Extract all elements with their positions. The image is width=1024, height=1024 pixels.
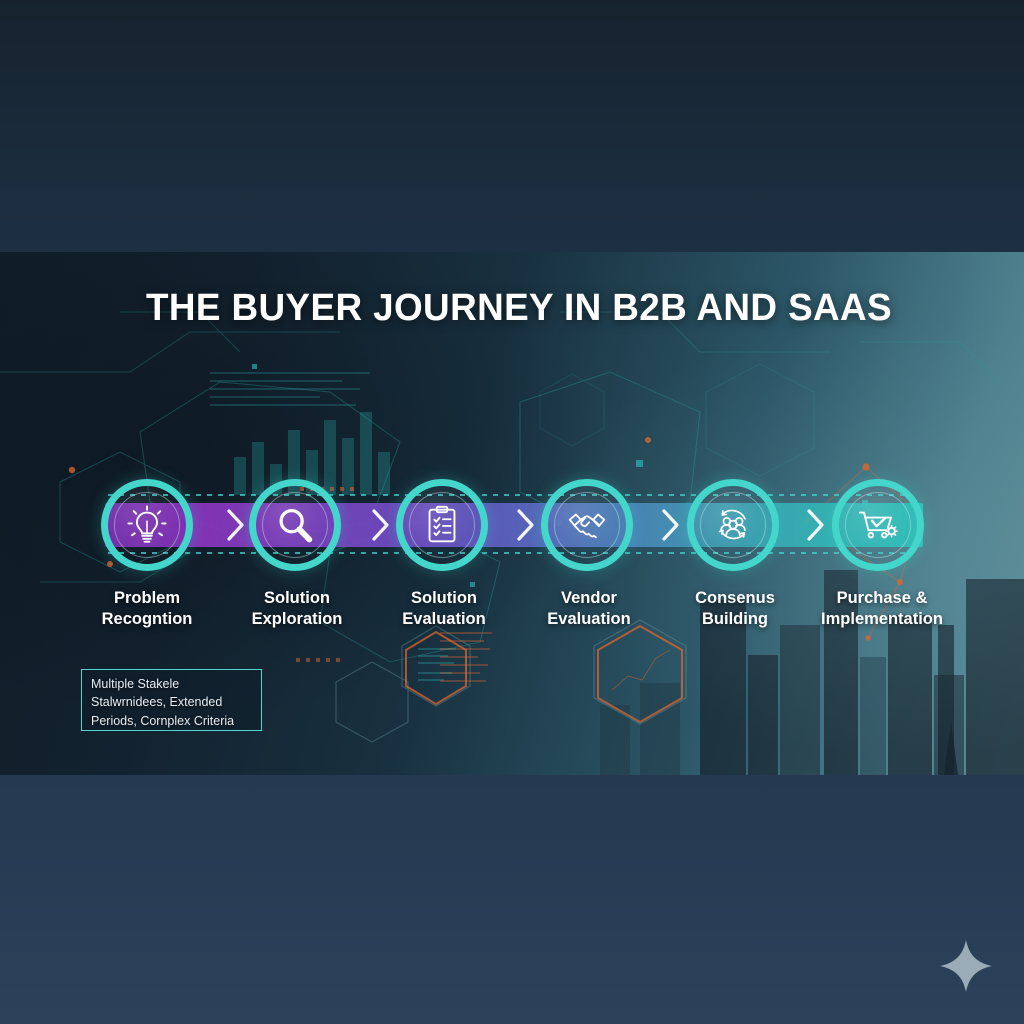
step-label-line1: Problem bbox=[113, 589, 181, 607]
handshake-icon bbox=[568, 513, 606, 539]
letterbox-bottom bbox=[0, 775, 1024, 1024]
step-label-line2: Implementation bbox=[821, 610, 943, 629]
skyline-block bbox=[780, 625, 820, 775]
people-group-cycle-icon bbox=[718, 509, 746, 540]
node-inner-ring bbox=[700, 492, 766, 558]
skyline-block bbox=[938, 625, 954, 775]
journey-step-1-label: Problem Recogntion bbox=[52, 588, 242, 630]
callout-box: Multiple Stakele Stalwrnidees, Extended … bbox=[81, 669, 262, 731]
chevron-right-icon bbox=[368, 506, 394, 544]
journey-step-1[interactable] bbox=[101, 479, 193, 571]
step-label-line1: Vendor bbox=[561, 589, 617, 607]
step-label-line2: Building bbox=[702, 610, 768, 629]
skyline-block bbox=[888, 615, 932, 775]
journey-step-4[interactable] bbox=[541, 479, 633, 571]
node-inner-ring bbox=[409, 492, 475, 558]
skyline-block bbox=[860, 657, 886, 775]
node-inner-ring bbox=[114, 492, 180, 558]
flow-dashline-top bbox=[108, 494, 908, 496]
skyline-block bbox=[748, 655, 778, 775]
four-point-star-icon bbox=[940, 940, 992, 992]
step-label-line1: Purchase & bbox=[836, 589, 928, 607]
step-label-line1: Consenus bbox=[695, 589, 775, 607]
skyline-block bbox=[640, 683, 680, 775]
skyline-block bbox=[600, 705, 630, 775]
journey-step-3-label: Solution Evaluation bbox=[349, 588, 539, 630]
checklist-clipboard-icon bbox=[428, 505, 456, 543]
journey-step-3[interactable] bbox=[396, 479, 488, 571]
step-label-line2: Evaluation bbox=[547, 610, 631, 629]
journey-step-5[interactable] bbox=[687, 479, 779, 571]
flow-dashline-bottom bbox=[108, 552, 908, 554]
callout-line-3: Periods, Cornplex Criteria bbox=[91, 713, 235, 728]
chevron-right-icon bbox=[513, 506, 539, 544]
step-label-line2: Recogntion bbox=[101, 610, 193, 629]
journey-step-2-label: Solution Exploration bbox=[202, 588, 392, 630]
journey-step-4-label: Vendor Evaluation bbox=[494, 588, 684, 630]
journey-step-2[interactable] bbox=[249, 479, 341, 571]
callout-line-1: Multiple Stakele bbox=[91, 677, 180, 691]
chevron-right-icon bbox=[223, 506, 249, 544]
journey-step-6[interactable] bbox=[832, 479, 924, 571]
node-inner-ring bbox=[554, 492, 620, 558]
journey-step-5-label: Consenus Building bbox=[640, 588, 830, 630]
step-label-line1: Solution bbox=[411, 589, 477, 607]
journey-step-6-label: Purchase & Implementation bbox=[787, 588, 977, 630]
chevron-right-icon bbox=[658, 506, 684, 544]
lightbulb-icon bbox=[127, 505, 167, 543]
node-inner-ring bbox=[262, 492, 328, 558]
step-label-line2: Evaluation bbox=[402, 610, 486, 629]
step-label-line2: Exploration bbox=[251, 610, 343, 629]
step-label-line1: Solution bbox=[264, 589, 330, 607]
chevron-right-icon bbox=[803, 506, 829, 544]
letterbox-top bbox=[0, 0, 1024, 252]
node-inner-ring bbox=[845, 492, 911, 558]
shopping-cart-gear-icon bbox=[858, 511, 898, 539]
page-title: THE BUYER JOURNEY IN B2B AND SAAS bbox=[146, 287, 893, 329]
magnifying-glass-icon bbox=[279, 508, 313, 543]
callout-line-2: Stalwrnidees, Extended bbox=[91, 695, 223, 710]
